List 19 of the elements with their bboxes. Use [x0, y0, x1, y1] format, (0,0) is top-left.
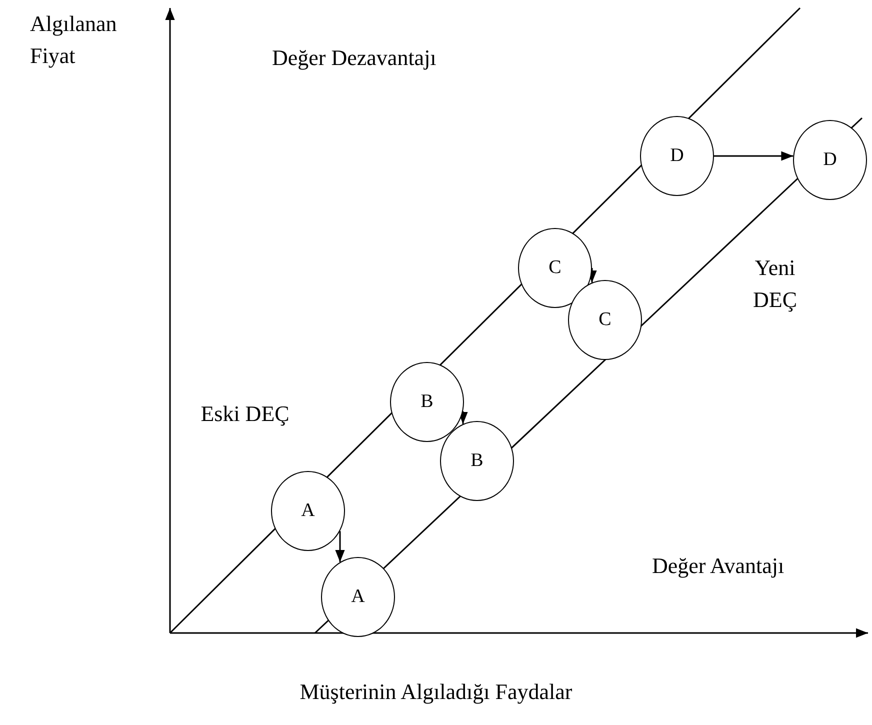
axis-or-region-label: Eski DEÇ: [200, 400, 290, 428]
arrow: [335, 531, 345, 562]
node-label: B: [420, 391, 434, 413]
arrow: [714, 151, 794, 161]
circle-node: [321, 557, 395, 637]
node-label: A: [351, 586, 365, 608]
node-label: C: [548, 257, 562, 279]
circle-node: [271, 471, 345, 551]
axis-or-region-label: Değer Avantajı: [652, 552, 786, 580]
axis-or-region-label: Değer Dezavantajı: [272, 44, 438, 72]
node-label: A: [301, 500, 315, 522]
arrow: [458, 411, 468, 424]
node-label: B: [470, 450, 484, 472]
node-label: D: [670, 145, 684, 167]
axis-or-region-label: Yeni DEÇ: [752, 254, 798, 314]
node-label: D: [823, 149, 837, 171]
node-label: C: [598, 309, 612, 331]
axis-or-region-label: Algılanan Fiyat: [30, 10, 118, 70]
axis-or-region-label: Müşterinin Algıladığı Faydalar: [298, 678, 574, 706]
